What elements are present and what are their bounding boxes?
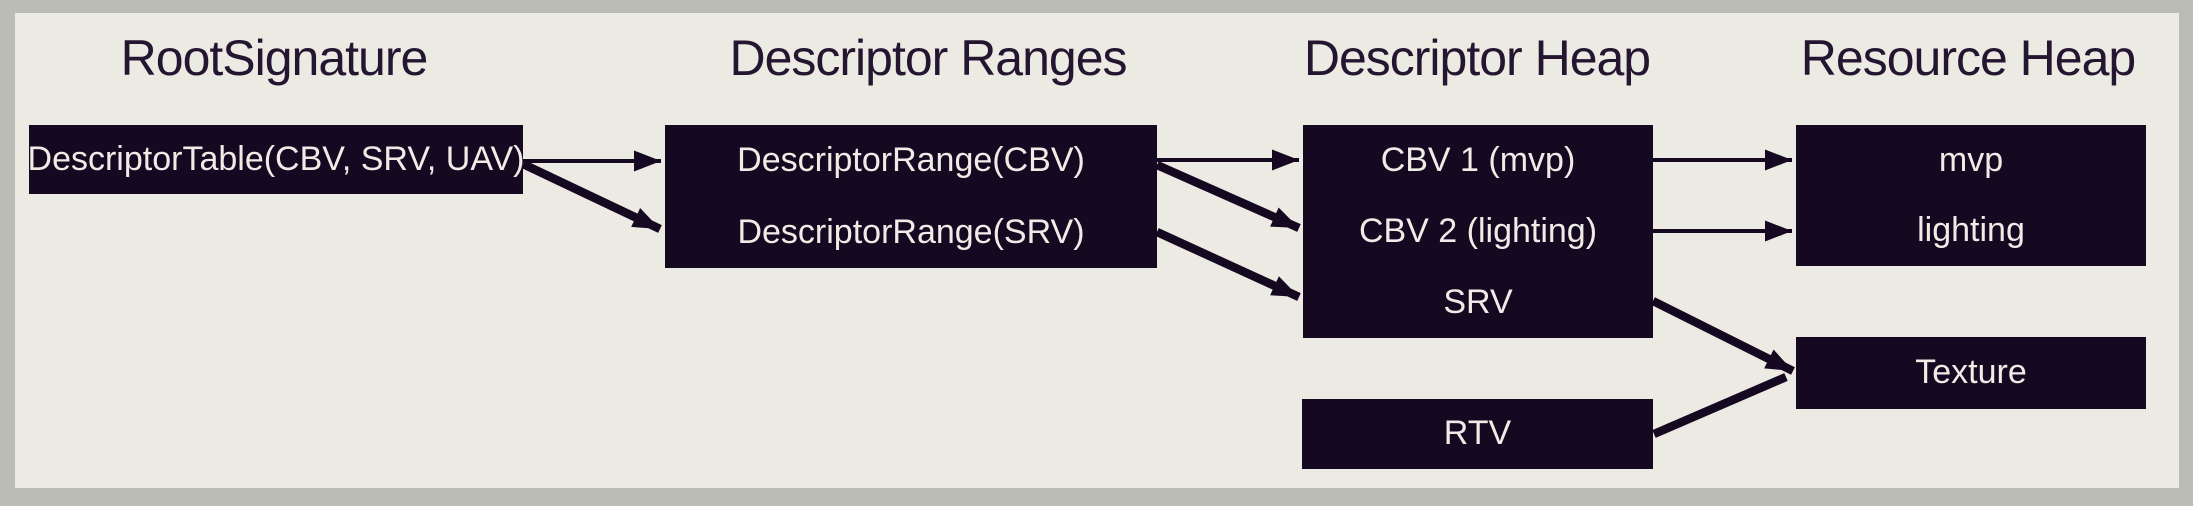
- node-row-label: DescriptorRange(CBV): [737, 141, 1085, 180]
- node-descriptor-ranges: DescriptorRange(CBV) DescriptorRange(SRV…: [665, 125, 1157, 268]
- node-texture: Texture: [1796, 337, 2146, 409]
- column-heading-descriptor-heap: Descriptor Heap: [1303, 30, 1651, 86]
- node-row-label: DescriptorRange(SRV): [737, 212, 1085, 251]
- node-row-label: mvp: [1938, 140, 2004, 179]
- node-row-label: SRV: [1443, 282, 1513, 321]
- node-rtv: RTV: [1302, 399, 1653, 469]
- column-heading-resource-heap: Resource Heap: [1800, 30, 2136, 86]
- node-resource-heap-buffers: mvp lighting: [1796, 125, 2146, 266]
- node-row-label: CBV 1 (mvp): [1380, 140, 1576, 179]
- column-heading-descriptor-ranges: Descriptor Ranges: [729, 30, 1127, 86]
- node-row-label: RTV: [1443, 414, 1512, 453]
- node-row-label: lighting: [1917, 211, 2025, 250]
- node-row-label: DescriptorTable(CBV, SRV, UAV): [27, 139, 525, 178]
- node-row-label: Texture: [1915, 353, 2027, 392]
- node-descriptor-heap-cbv-srv: CBV 1 (mvp) CBV 2 (lighting) SRV: [1303, 125, 1653, 338]
- node-descriptor-table: DescriptorTable(CBV, SRV, UAV): [27, 125, 525, 194]
- node-row-label: CBV 2 (lighting): [1358, 211, 1598, 250]
- column-heading-root-signature: RootSignature: [120, 30, 429, 86]
